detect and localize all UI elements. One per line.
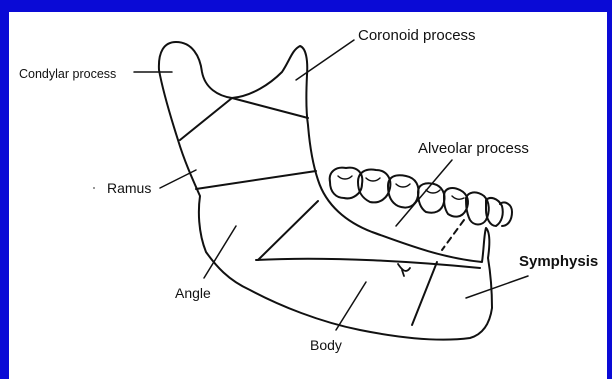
label-ramus: Ramus	[107, 180, 151, 196]
tooth-premolar-2	[444, 188, 468, 217]
label-body: Body	[310, 337, 342, 353]
leader-symphysis	[466, 276, 528, 298]
label-symphysis: Symphysis	[519, 253, 598, 270]
speck-mark	[93, 187, 95, 189]
tooth-premolar-1	[418, 183, 445, 212]
label-angle: Angle	[175, 285, 211, 301]
mental-foramen-mark	[398, 264, 410, 276]
ramus-lower-line	[196, 171, 316, 189]
leader-body	[336, 282, 366, 330]
leader-coronoid	[296, 40, 354, 80]
label-condylar-process: Condylar process	[19, 67, 116, 81]
leader-ramus	[160, 170, 196, 188]
tooth-molar-3	[388, 175, 419, 207]
symphysis-divider-line	[412, 262, 437, 325]
alveolar-base-line	[256, 259, 480, 268]
alveolar-dashed-line	[442, 220, 464, 250]
condyle-neck-line	[180, 98, 232, 140]
angle-body-line	[258, 201, 318, 260]
label-alveolar-process: Alveolar process	[418, 140, 529, 157]
coronoid-notch-line	[232, 98, 308, 118]
label-coronoid-process: Coronoid process	[358, 27, 476, 44]
